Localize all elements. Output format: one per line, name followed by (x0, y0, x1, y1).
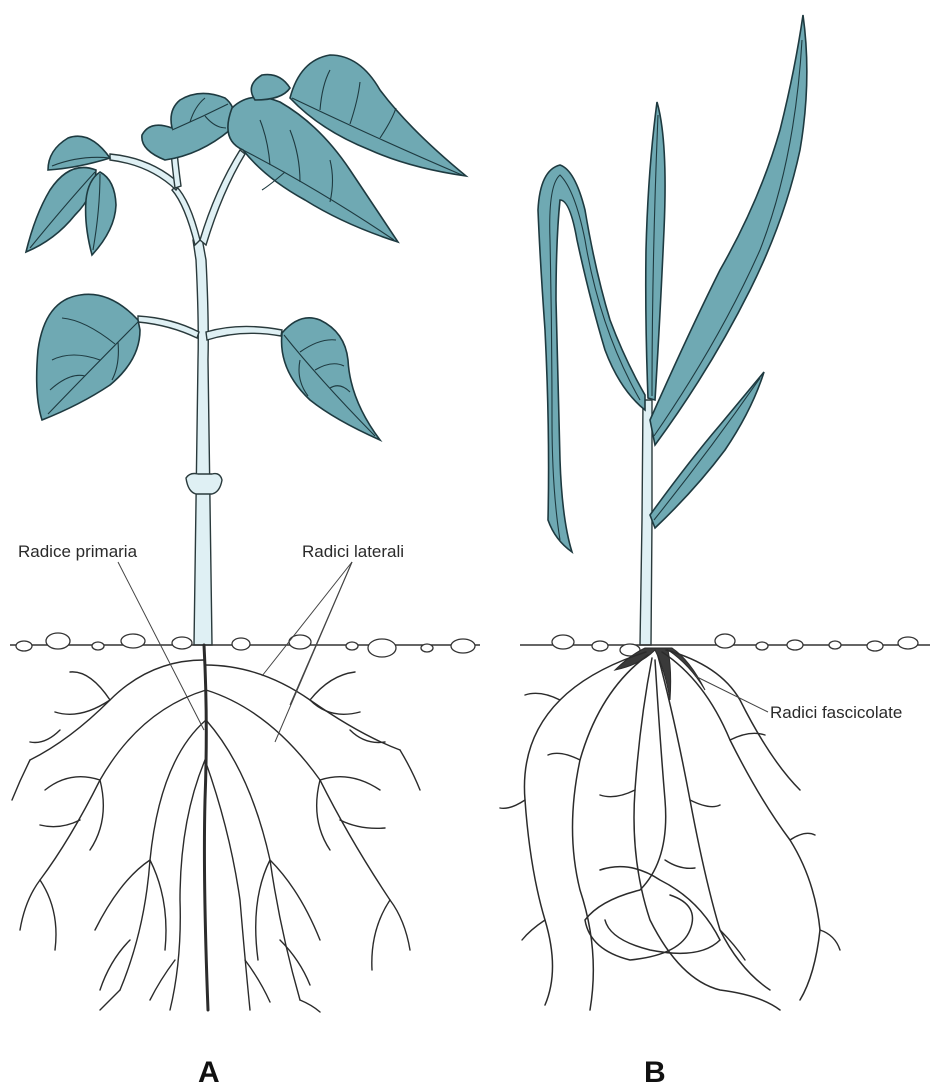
fibrous-roots-label: Radici fascicolate (770, 703, 902, 722)
dicot-leaf (86, 172, 116, 255)
soil-line-b (520, 634, 930, 656)
panel-label-b: B (644, 1056, 666, 1084)
primary-root-label: Radice primaria (18, 542, 138, 561)
monocot-leaf (650, 15, 807, 445)
dicot-branch (172, 186, 200, 245)
dicot-petiole (206, 326, 282, 340)
monocot-leaf (538, 165, 645, 552)
lateral-roots-label: Radici laterali (302, 542, 404, 561)
panel-label-a: A (198, 1056, 220, 1084)
taproot-system (12, 645, 420, 1012)
soil-line-a (10, 633, 480, 657)
monocot-stem (640, 400, 652, 645)
cotyledon-scar (186, 474, 222, 495)
monocot-plant (538, 15, 807, 645)
dicot-leaf (48, 136, 110, 170)
dicot-branch (200, 150, 245, 245)
dicot-leaf (282, 318, 380, 440)
dicot-stem (193, 238, 212, 645)
monocot-leaf (646, 102, 665, 400)
dicot-leaf (251, 75, 290, 100)
dicot-petiole (138, 316, 199, 338)
